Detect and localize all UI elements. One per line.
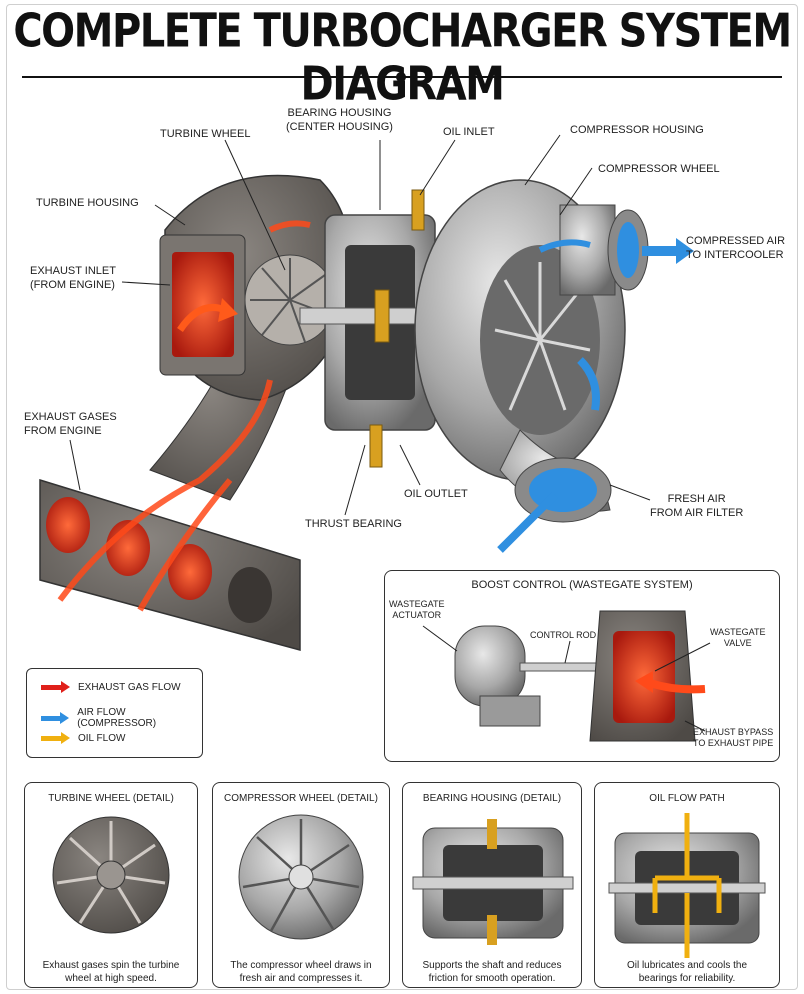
label-turbine-housing: TURBINE HOUSING [36, 197, 139, 209]
label-wastegate-valve: WASTEGATE VALVE [710, 627, 766, 648]
panel-caption: Supports the shaft and reduces friction … [422, 960, 562, 984]
label-thrust-bearing: THRUST BEARING [305, 518, 402, 530]
label-oil-inlet: OIL INLET [443, 126, 495, 138]
panel-caption: Exhaust gases spin the turbine wheel at … [42, 960, 180, 984]
diagram-frame [6, 4, 798, 990]
flow-legend: EXHAUST GAS FLOW AIR FLOW (COMPRESSOR) O… [26, 668, 203, 758]
boost-control-title: BOOST CONTROL (WASTEGATE SYSTEM) [471, 579, 693, 591]
label-compressor-wheel: COMPRESSOR WHEEL [598, 163, 720, 175]
manifold-port-3 [168, 544, 212, 600]
legend-item-exhaust: EXHAUST GAS FLOW [41, 681, 181, 693]
compressor-wheel-detail-image [238, 814, 364, 940]
bearing-housing-detail-image [412, 819, 574, 945]
panel-compressor-wheel: COMPRESSOR WHEEL (DETAIL) The compressor… [212, 782, 390, 988]
exhaust-flow-arrows [57, 220, 311, 612]
panel-caption: Oil lubricates and cools the bearings fo… [626, 960, 748, 984]
manifold-port-4 [228, 567, 272, 623]
panel-bearing-housing: BEARING HOUSING (DETAIL) Supports the sh… [402, 782, 582, 988]
panel-title: OIL FLOW PATH [649, 793, 725, 804]
title-rule-dot [396, 72, 406, 82]
legend-item-oil: OIL FLOW [41, 732, 125, 744]
label-exhaust-inlet: EXHAUST INLET (FROM ENGINE) [30, 265, 116, 291]
exhaust-manifold [39, 329, 301, 651]
label-wastegate-actuator: WASTEGATE ACTUATOR [389, 599, 445, 620]
label-control-rod: CONTROL ROD [530, 630, 597, 640]
oil-inlet-fitting [411, 189, 425, 231]
exhaust-arrow-icon [41, 684, 61, 690]
panel-title: BEARING HOUSING (DETAIL) [422, 793, 562, 804]
diagram-title: COMPLETE TURBOCHARGER SYSTEM DIAGRAM [13, 5, 792, 111]
panel-title: COMPRESSOR WHEEL (DETAIL) [224, 793, 378, 804]
panel-oil-flow: OIL FLOW PATH Oil lubricates and cools t… [594, 782, 780, 988]
legend-item-air: AIR FLOW (COMPRESSOR) [41, 707, 202, 729]
label-compressor-housing: COMPRESSOR HOUSING [570, 124, 704, 136]
panel-title: TURBINE WHEEL (DETAIL) [48, 793, 174, 804]
leader-lines [69, 134, 651, 516]
panel-turbine-wheel: TURBINE WHEEL (DETAIL) Exhaust gases spi… [24, 782, 198, 988]
oil-arrow-icon [41, 735, 61, 741]
manifold-port-1 [46, 497, 90, 553]
oil-flow-detail-image [608, 813, 766, 958]
panel-caption: The compressor wheel draws in fresh air … [230, 960, 372, 984]
air-flow-arrows [497, 238, 694, 553]
label-fresh-air: FRESH AIR FROM AIR FILTER [650, 493, 744, 519]
label-exhaust-bypass: EXHAUST BYPASS TO EXHAUST PIPE [693, 727, 774, 748]
compressor-housing [414, 179, 649, 523]
label-oil-outlet: OIL OUTLET [404, 488, 468, 500]
thrust-bearing-part [374, 289, 390, 343]
label-turbine-wheel: TURBINE WHEEL [160, 128, 251, 140]
label-compressed-air: COMPRESSED AIR TO INTERCOOLER [686, 235, 786, 261]
turbine-wheel-detail-image [52, 816, 170, 934]
label-exhaust-gases: EXHAUST GASES FROM ENGINE [24, 411, 117, 437]
oil-outlet-fitting [369, 424, 383, 468]
turbine-housing [159, 174, 353, 401]
boost-control-box: BOOST CONTROL (WASTEGATE SYSTEM) WASTEGA… [384, 570, 780, 762]
label-bearing-housing: BEARING HOUSING (CENTER HOUSING) [286, 107, 393, 133]
air-arrow-icon [41, 715, 61, 721]
wastegate-illustration [422, 610, 711, 742]
